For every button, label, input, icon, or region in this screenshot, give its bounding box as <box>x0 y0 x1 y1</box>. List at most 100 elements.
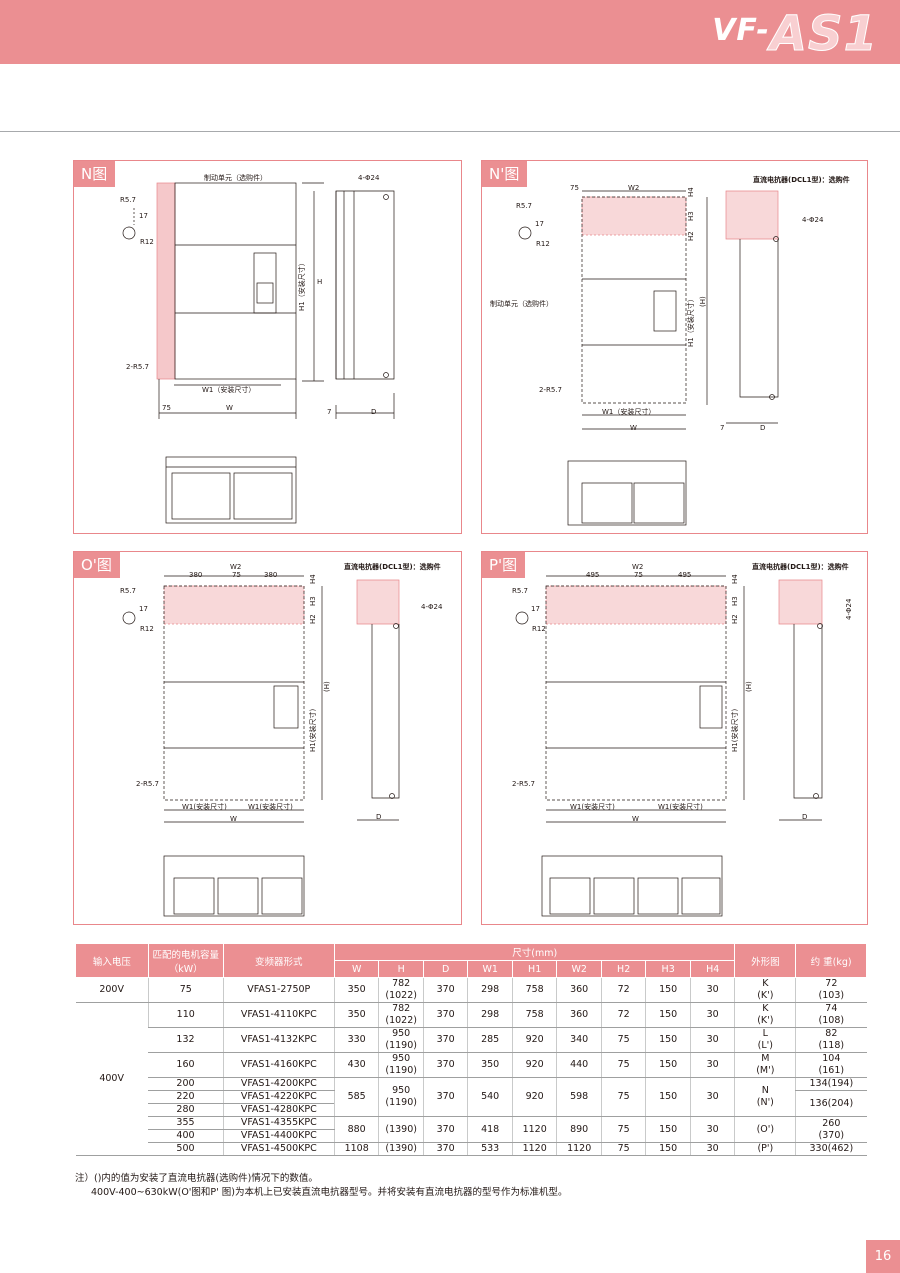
p-r57-label: R5.7 <box>512 587 528 595</box>
cell-weight: 136(204) <box>795 1090 867 1117</box>
o-hp-label: (H) <box>323 681 331 692</box>
cell-kw: 160 <box>148 1052 224 1078</box>
header-band: VF-AS1 <box>0 0 900 64</box>
cell-kw: 132 <box>148 1027 224 1053</box>
cell-h2: 75 <box>600 1077 646 1117</box>
cell-w1: 285 <box>467 1027 513 1053</box>
cell-model: VFAS1-4220KPC <box>222 1090 335 1104</box>
th-h4: H4 <box>689 960 736 978</box>
o-h3-label: H3 <box>309 596 317 606</box>
cell-w: 430 <box>333 1052 379 1078</box>
cell-h4: 30 <box>689 1077 735 1117</box>
o-75-label: 75 <box>232 571 241 579</box>
th-w: W <box>333 960 380 978</box>
th-motor: 匹配的电机容量（kW） <box>147 943 224 978</box>
cell-fig: K(K') <box>734 977 796 1003</box>
figure-n-drawing <box>122 182 395 524</box>
n2-h2-label: H2 <box>687 231 695 241</box>
n2-holes-label: 4-Φ24 <box>802 216 824 224</box>
cell-weight: 82(118) <box>795 1027 867 1053</box>
table-row: 200 VFAS1-4200KPC 585 950(1190) 370 540 … <box>76 1077 867 1117</box>
p-d17-label: 17 <box>531 605 540 613</box>
n-r57-label: R5.7 <box>120 196 136 204</box>
cell-w1: 418 <box>467 1116 513 1143</box>
cell-w2: 360 <box>556 977 602 1003</box>
o-h2-label: H2 <box>309 614 317 624</box>
cell-w1: 350 <box>467 1052 513 1078</box>
cell-kw: 500 <box>148 1142 224 1156</box>
cell-h1: 758 <box>511 1002 557 1028</box>
cell-h2: 75 <box>600 1116 646 1143</box>
cell-kw: 75 <box>147 977 224 1003</box>
header-divider <box>0 131 900 132</box>
cell-weight: 104(161) <box>795 1052 867 1078</box>
figure-o-drawing <box>122 575 400 917</box>
cell-h1: 920 <box>511 1077 557 1117</box>
p-h1-label: H1(安装尺寸) <box>731 708 739 752</box>
cell-voltage-200: 200V <box>75 977 149 1003</box>
figure-n-tag: N图 <box>74 161 116 187</box>
th-h3: H3 <box>645 960 691 978</box>
cell-model: VFAS1-4500KPC <box>222 1142 335 1156</box>
p-hp-label: (H) <box>745 681 753 692</box>
o-dcl-label: 直流电抗器(DCL1型)：选购件 <box>344 563 441 571</box>
p-r257-label: 2-R5.7 <box>512 780 535 788</box>
n2-h3-label: H3 <box>687 211 695 221</box>
cell-fig: L(L') <box>734 1027 796 1053</box>
n-r257-label: 2-R5.7 <box>126 363 149 371</box>
n-d17-label: 17 <box>139 212 148 220</box>
cell-h4: 30 <box>689 977 735 1003</box>
cell-w: 350 <box>333 1002 379 1028</box>
cell-h: (1390) <box>378 1116 424 1143</box>
cell-h: 950(1190) <box>378 1027 424 1053</box>
th-weight: 约 重(kg) <box>795 943 867 978</box>
figure-p-panel: P'图 W2 495 75 495 直流电抗器(DCL1型)：选购件 4-Φ24… <box>481 551 868 925</box>
cell-fig: (P') <box>734 1142 796 1156</box>
n-7-label: 7 <box>327 408 332 416</box>
n-holes-label: 4-Φ24 <box>358 174 380 182</box>
cell-w1: 298 <box>467 977 513 1003</box>
n-h1-label: H1（安装尺寸） <box>298 259 306 311</box>
n-h-label: H <box>317 278 323 286</box>
cell-d: 370 <box>422 1142 468 1156</box>
o-w2-label: W2 <box>230 563 242 571</box>
cell-kw: 280 <box>148 1103 224 1117</box>
figure-o-panel: O'图 W2 380 75 380 直流电抗器(DCL1型)：选购件 4-Φ24… <box>73 551 462 925</box>
cell-weight: 134(194) <box>795 1077 867 1091</box>
footnote-2: 400V-400~630kW(O'图和P' 图)为本机上已安装直流电抗器型号。并… <box>91 1187 568 1198</box>
n2-7-label: 7 <box>720 424 725 432</box>
cell-h2: 72 <box>600 1002 646 1028</box>
figure-p-drawing <box>515 575 823 917</box>
n2-hp-label: (H) <box>699 296 707 307</box>
p-h2-label: H2 <box>731 614 739 624</box>
cell-h3: 150 <box>645 1116 691 1143</box>
n2-w2-label: W2 <box>628 184 640 192</box>
o-r57-label: R5.7 <box>120 587 136 595</box>
cell-h3: 150 <box>645 1142 691 1156</box>
cell-w: 330 <box>333 1027 379 1053</box>
cell-h: 782(1022) <box>378 977 424 1003</box>
figure-n-panel: N图 制动单元（选购件） 4-Φ24 R5.7 R12 17 2-R5.7 H1… <box>73 160 462 534</box>
n2-d-label: D <box>760 424 766 432</box>
n2-w-label: W <box>630 424 637 432</box>
n2-r257-label: 2-R5.7 <box>539 386 562 394</box>
cell-w2: 1120 <box>556 1142 602 1156</box>
cell-kw: 200 <box>148 1077 224 1091</box>
th-h2: H2 <box>600 960 647 978</box>
product-logo: VF-AS1 <box>712 6 878 63</box>
o-h4-label: H4 <box>309 574 317 584</box>
o-r257-label: 2-R5.7 <box>136 780 159 788</box>
p-dcl-label: 直流电抗器(DCL1型)：选购件 <box>752 563 849 571</box>
cell-kw: 355 <box>148 1116 224 1130</box>
n2-brake-label: 制动单元（选购件） <box>490 300 553 308</box>
th-d: D <box>422 960 469 978</box>
th-dims: 尺寸(mm) <box>333 943 736 961</box>
cell-kw: 110 <box>147 1002 224 1028</box>
cell-w: 880 <box>333 1116 379 1143</box>
table-row: 200V 75 VFAS1-2750P 350 782(1022) 370 29… <box>75 977 867 1003</box>
cell-model: VFAS1-4132KPC <box>222 1027 335 1053</box>
cell-w2: 598 <box>556 1077 602 1117</box>
o-holes-label: 4-Φ24 <box>421 603 443 611</box>
cell-w: 1108 <box>333 1142 379 1156</box>
cell-h3: 150 <box>645 1027 691 1053</box>
